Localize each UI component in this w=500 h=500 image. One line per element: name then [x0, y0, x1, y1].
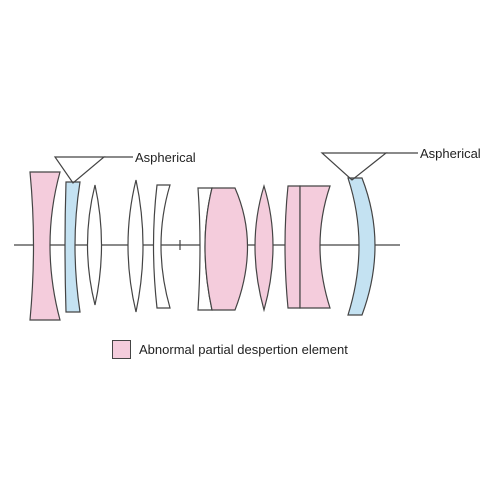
lens-element-7 [204, 187, 249, 311]
lens-element-1 [29, 171, 61, 321]
legend-swatch [112, 340, 131, 359]
lens-element-3 [86, 184, 103, 306]
lens-element-5 [152, 184, 171, 309]
right-aspherical-pointer [320, 152, 388, 181]
left-aspherical-label: Aspherical [135, 150, 196, 165]
right-aspherical-label: Aspherical [420, 146, 481, 161]
lens-element-4 [127, 179, 144, 313]
lens-element-10 [299, 185, 331, 309]
left-aspherical-pointer [53, 156, 106, 184]
lens-element-9 [284, 185, 301, 309]
lens-element-2-aspherical [64, 181, 81, 313]
lens-element-11-aspherical [347, 177, 376, 316]
legend-label: Abnormal partial despertion element [139, 342, 348, 357]
lens-element-8 [254, 183, 274, 313]
legend: Abnormal partial despertion element [112, 340, 348, 359]
